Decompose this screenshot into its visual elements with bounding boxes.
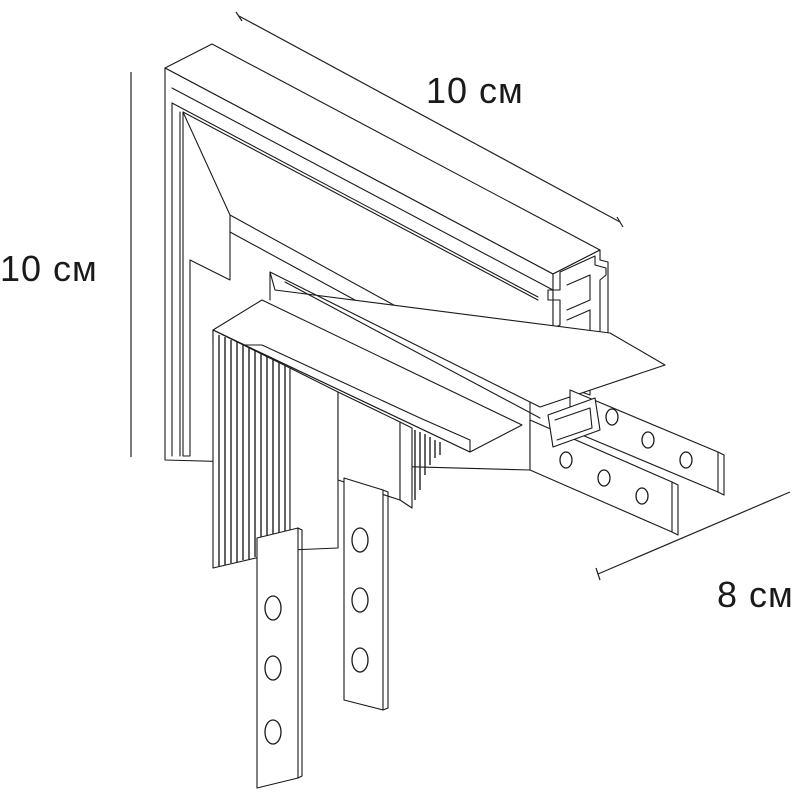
mounting-hole: [264, 655, 282, 681]
cooling-fins-small: [414, 430, 441, 500]
mounting-hole: [559, 451, 573, 469]
mounting-hole: [597, 469, 611, 487]
depth-dimension-label: 8 см: [717, 574, 794, 615]
mounting-hole: [351, 647, 369, 673]
height-dimension-label: 10 см: [0, 248, 98, 289]
mounting-hole: [679, 451, 693, 469]
mounting-plate-right-lower: [529, 419, 679, 536]
connector-bracket: [547, 397, 601, 448]
mounting-hole: [351, 587, 369, 613]
mounting-plate-bottom-right: [343, 477, 389, 711]
cooling-fins: [218, 335, 286, 566]
width-dimension-label: 10 см: [426, 70, 524, 111]
mounting-hole: [641, 431, 655, 449]
mounting-hole: [605, 408, 619, 426]
dimension-depth: [595, 491, 791, 581]
dimension-width: [235, 11, 624, 228]
mounting-hole: [635, 487, 649, 505]
mounting-hole: [264, 595, 282, 621]
mounting-hole: [264, 719, 282, 745]
vertical-track-profile: [212, 299, 523, 569]
mounting-plate-bottom-left: [256, 527, 303, 789]
mounting-hole: [351, 527, 369, 553]
